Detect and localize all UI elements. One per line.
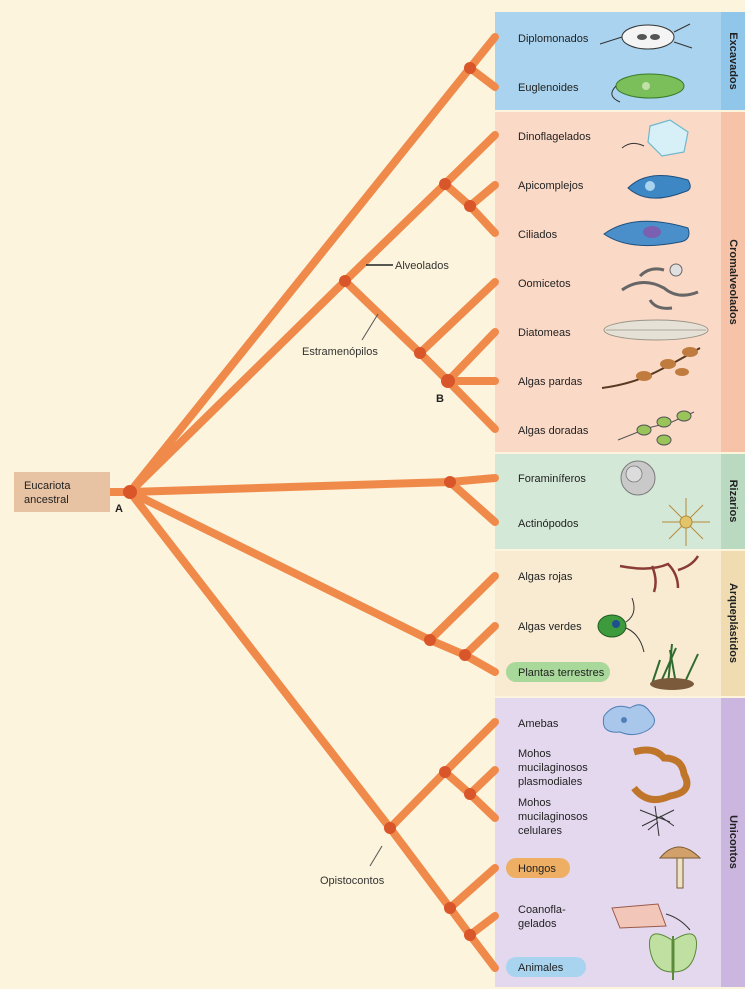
- taxon-mohos-plasmodiales-3: plasmodiales: [518, 776, 583, 788]
- amoeba-illustration: [603, 705, 654, 735]
- taxon-mohos-celulares-1: Mohos: [518, 797, 552, 809]
- panel-rizarios: [495, 454, 721, 549]
- diatom-illustration: [604, 320, 708, 340]
- group-label-excavados: Excavados: [727, 32, 739, 89]
- group-panels: [495, 12, 745, 987]
- annotation-estramenopilos: Estramenópilos: [302, 346, 378, 358]
- annotation-opistocontos: Opistocontos: [320, 875, 385, 887]
- group-label-rizarios: Rizarios: [727, 480, 739, 523]
- taxon-dinoflagelados: Dinoflagelados: [518, 131, 591, 143]
- node-b: [441, 374, 455, 388]
- tree-nodes: [123, 62, 476, 941]
- taxon-diplomonados: Diplomonados: [518, 33, 589, 45]
- taxon-algas-pardas: Algas pardas: [518, 376, 583, 388]
- group-label-unicontos: Unicontos: [727, 815, 739, 869]
- opistocontos-pointer: [370, 846, 382, 866]
- node-a: [123, 485, 137, 499]
- node-b-label: B: [436, 393, 444, 405]
- root-label-line2: ancestral: [24, 494, 69, 506]
- group-label-cromalveolados: Cromalveolados: [727, 239, 739, 325]
- root-label-line1: Eucariota: [24, 480, 71, 492]
- annotation-alveolados: Alveolados: [395, 260, 449, 272]
- taxon-actinopodos: Actinópodos: [518, 518, 579, 530]
- node-a-label: A: [115, 503, 123, 515]
- taxon-mohos-plasmodiales-1: Mohos: [518, 748, 552, 760]
- taxon-coanoflagelados-2: gelados: [518, 918, 557, 930]
- taxon-diatomeas: Diatomeas: [518, 327, 571, 339]
- taxon-foraminiferos: Foraminíferos: [518, 473, 586, 485]
- actinopod-illustration: [662, 498, 710, 546]
- taxon-amebas: Amebas: [518, 718, 559, 730]
- foraminifer-illustration: [621, 461, 655, 495]
- estramenopilos-pointer: [362, 314, 378, 340]
- taxon-algas-rojas: Algas rojas: [518, 571, 573, 583]
- taxon-apicomplejos: Apicomplejos: [518, 180, 584, 192]
- taxon-hongos: Hongos: [518, 863, 556, 875]
- taxon-algas-verdes: Algas verdes: [518, 621, 582, 633]
- taxon-oomicetos: Oomicetos: [518, 278, 571, 290]
- taxon-euglenoides: Euglenoides: [518, 82, 579, 94]
- taxon-plantas-terrestres: Plantas terrestres: [518, 667, 605, 679]
- taxon-algas-doradas: Algas doradas: [518, 425, 589, 437]
- tree-branches: [110, 37, 495, 968]
- taxon-mohos-plasmodiales-2: mucilaginosos: [518, 762, 588, 774]
- root-box: [14, 472, 110, 512]
- group-label-arqueplastidos: Arqueplástidos: [727, 583, 739, 663]
- panel-excavados: [495, 12, 721, 110]
- taxon-mohos-celulares-2: mucilaginosos: [518, 811, 588, 823]
- taxon-mohos-celulares-3: celulares: [518, 825, 563, 837]
- taxon-animales: Animales: [518, 962, 564, 974]
- taxon-coanoflagelados-1: Coanofla-: [518, 904, 566, 916]
- taxon-ciliados: Ciliados: [518, 229, 558, 241]
